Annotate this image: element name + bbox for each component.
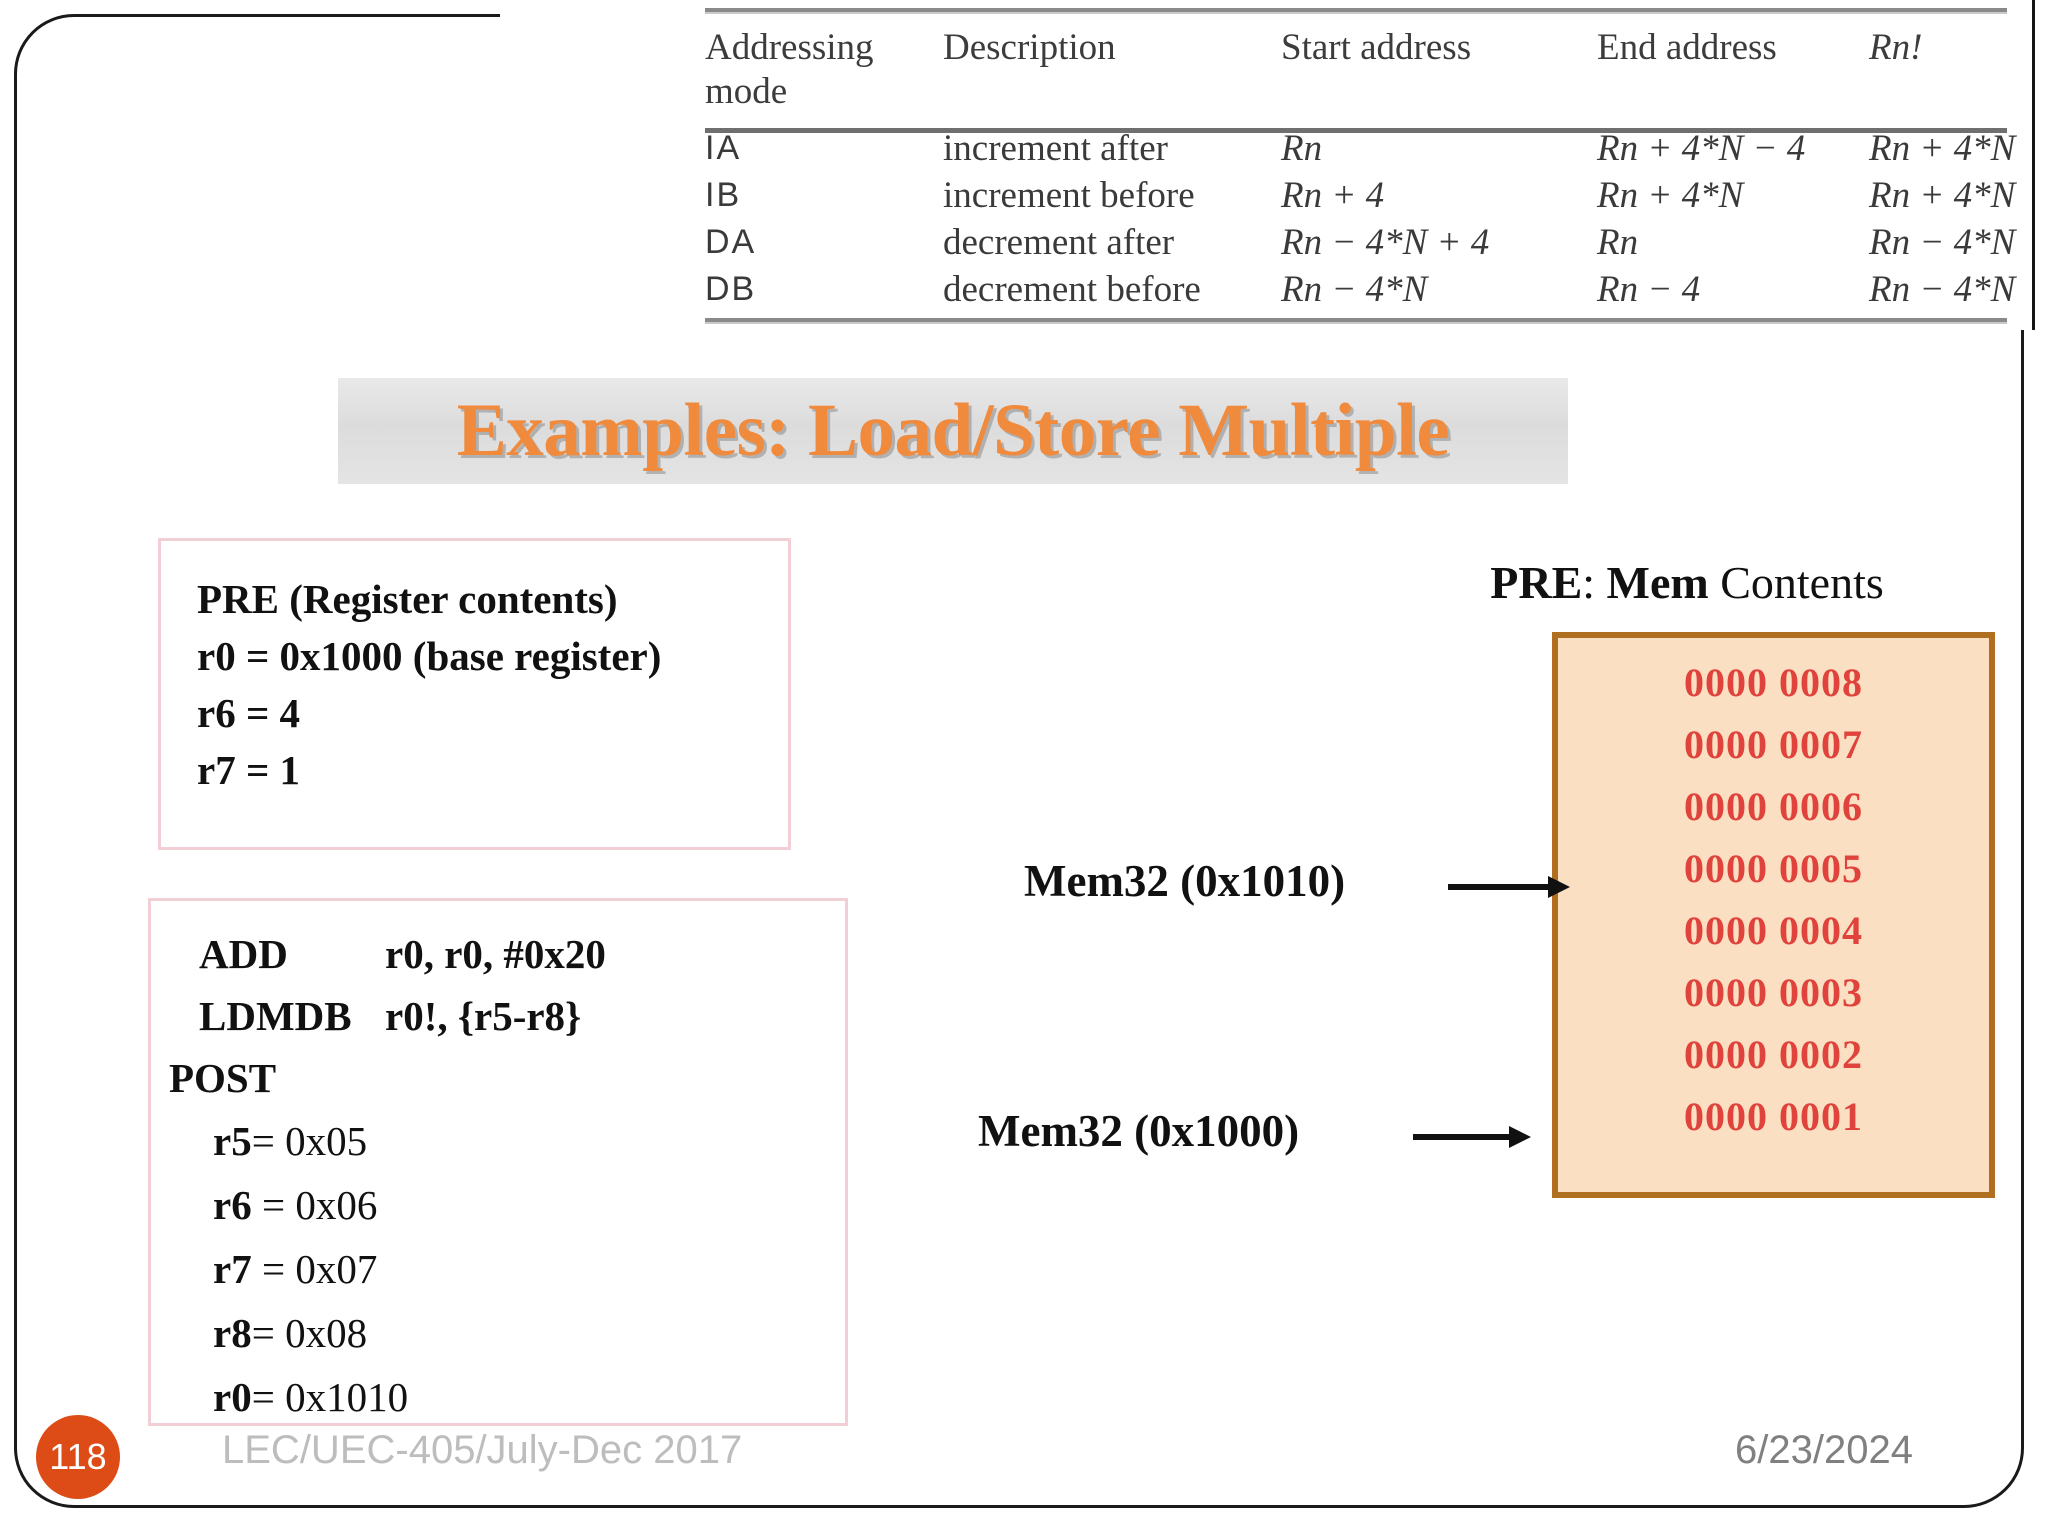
post-register-name: r8 xyxy=(213,1310,252,1356)
memory-cell: 0000 0005 xyxy=(1684,846,1863,891)
cell-mode: IA xyxy=(705,129,742,167)
post-register-eq: = xyxy=(251,1310,286,1356)
cell-rn-bang: Rn − 4*N xyxy=(1869,222,2016,263)
cell-start-address: Rn xyxy=(1281,128,1323,169)
memory-cell: 0000 0007 xyxy=(1684,722,1863,767)
column-header-rn-bang: Rn! xyxy=(1869,27,1923,68)
cell-mode: IB xyxy=(705,176,742,214)
post-register-name: r5 xyxy=(213,1118,252,1164)
mem32-1000-label: Mem32 (0x1000) xyxy=(978,1106,1300,1156)
cell-description: decrement before xyxy=(943,269,1201,310)
post-register-eq: = xyxy=(251,1182,286,1228)
post-register-value: 0x08 xyxy=(285,1310,368,1356)
post-register-value: 0x06 xyxy=(295,1182,378,1228)
pre-register-contents-box: PRE (Register contents) r0 = 0x1000 (bas… xyxy=(158,538,791,850)
post-register-eq: = xyxy=(251,1118,275,1164)
instruction-operands: r0, r0, #0x20 xyxy=(385,931,606,977)
memory-cell: 0000 0001 xyxy=(1684,1094,1863,1139)
cell-description: increment after xyxy=(943,128,1168,169)
pre-register-line: r7 = 1 xyxy=(197,747,301,793)
table-row: IA increment after Rn Rn + 4*N − 4 Rn + … xyxy=(705,124,2048,171)
arrow-shaft xyxy=(1413,1134,1513,1140)
memory-contents-box: 0000 0008 0000 0007 0000 0006 0000 0005 … xyxy=(1552,632,1995,1198)
table-header-row: Addressing mode Description Start addres… xyxy=(705,0,2048,124)
post-register-eq: = xyxy=(251,1246,286,1292)
arrow-head xyxy=(1548,876,1570,898)
cell-rn-bang: Rn + 4*N xyxy=(1869,175,2016,216)
table-row: DB decrement before Rn − 4*N Rn − 4 Rn −… xyxy=(705,265,2048,312)
memory-cell: 0000 0008 xyxy=(1684,660,1863,705)
table-rule-bottom xyxy=(705,318,2007,324)
cell-end-address: Rn + 4*N xyxy=(1597,175,1744,216)
post-register-line: r5= 0x05 xyxy=(151,1109,845,1173)
post-register-name: r7 xyxy=(213,1246,252,1292)
memory-cell: 0000 0002 xyxy=(1684,1032,1863,1077)
table-row: IB increment before Rn + 4 Rn + 4*N Rn +… xyxy=(705,171,2048,218)
table-rule-top xyxy=(705,8,2007,14)
footer-date: 6/23/2024 xyxy=(1735,1428,1913,1472)
post-register-value: 0x07 xyxy=(295,1246,378,1292)
instruction-operands: r0!, {r5-r8} xyxy=(385,993,582,1039)
memory-heading-pre: PRE xyxy=(1490,557,1583,608)
pre-register-heading: PRE (Register contents) xyxy=(197,576,618,622)
page-title: Examples: Load/Store Multiple xyxy=(338,378,1568,484)
cell-end-address: Rn − 4 xyxy=(1597,269,1701,310)
page-number-badge: 118 xyxy=(36,1415,120,1499)
pre-register-line: r6 = 4 xyxy=(197,690,301,736)
memory-heading-mem: Mem xyxy=(1606,557,1709,608)
memory-heading-contents: Contents xyxy=(1708,557,1884,608)
memory-heading-colon: : xyxy=(1582,557,1607,608)
column-header-addressing-mode: Addressing mode xyxy=(705,27,874,112)
column-header-end-address: End address xyxy=(1597,27,1777,68)
cell-end-address: Rn xyxy=(1597,222,1639,263)
cell-start-address: Rn − 4*N + 4 xyxy=(1281,222,1490,263)
arrow-shaft xyxy=(1448,884,1552,890)
cell-mode: DA xyxy=(705,223,757,261)
table-row: DA decrement after Rn − 4*N + 4 Rn Rn − … xyxy=(705,218,2048,265)
cell-start-address: Rn + 4 xyxy=(1281,175,1385,216)
post-label: POST xyxy=(169,1055,277,1101)
footer-course-text: LEC/UEC-405/July-Dec 2017 xyxy=(222,1428,743,1472)
arrow-head xyxy=(1509,1126,1531,1148)
cell-end-address: Rn + 4*N − 4 xyxy=(1597,128,1806,169)
arrow-right-icon xyxy=(1448,876,1570,898)
column-header-start-address: Start address xyxy=(1281,27,1472,68)
cell-description: decrement after xyxy=(943,222,1175,263)
memory-cell: 0000 0006 xyxy=(1684,784,1863,829)
memory-contents-heading: PRE: Mem Contents xyxy=(1452,556,1922,616)
mem32-1010-label: Mem32 (0x1010) xyxy=(1024,856,1346,906)
instruction-mnemonic: ADD xyxy=(199,931,288,977)
post-register-name: r0 xyxy=(213,1374,252,1420)
post-register-line: r6 = 0x06 xyxy=(151,1173,845,1237)
instruction-line: ADD r0, r0, #0x20 xyxy=(151,923,845,985)
page-title-text: Examples: Load/Store Multiple xyxy=(456,389,1450,472)
cell-rn-bang: Rn − 4*N xyxy=(1869,269,2016,310)
cell-rn-bang: Rn + 4*N xyxy=(1869,128,2016,169)
memory-cell: 0000 0004 xyxy=(1684,908,1863,953)
cell-mode: DB xyxy=(705,270,757,308)
post-register-line: r8= 0x08 xyxy=(151,1301,845,1365)
instruction-line: LDMDB r0!, {r5-r8} xyxy=(151,985,845,1047)
addressing-mode-table: Addressing mode Description Start addres… xyxy=(705,0,2035,330)
post-register-eq: = xyxy=(251,1374,275,1420)
instruction-mnemonic: LDMDB xyxy=(199,993,352,1039)
post-register-name: r6 xyxy=(213,1182,252,1228)
post-register-value: 0x1010 xyxy=(285,1374,409,1420)
column-header-description: Description xyxy=(943,27,1116,68)
post-register-line: r7 = 0x07 xyxy=(151,1237,845,1301)
pre-register-line: r0 = 0x1000 (base register) xyxy=(197,633,662,679)
post-register-value: 0x05 xyxy=(285,1118,368,1164)
cell-start-address: Rn − 4*N xyxy=(1281,269,1428,310)
cell-description: increment before xyxy=(943,175,1195,216)
post-register-line: r0= 0x1010 xyxy=(151,1365,845,1429)
arrow-right-icon xyxy=(1413,1126,1533,1148)
memory-cell: 0000 0003 xyxy=(1684,970,1863,1015)
table-rule-header xyxy=(705,128,2007,133)
